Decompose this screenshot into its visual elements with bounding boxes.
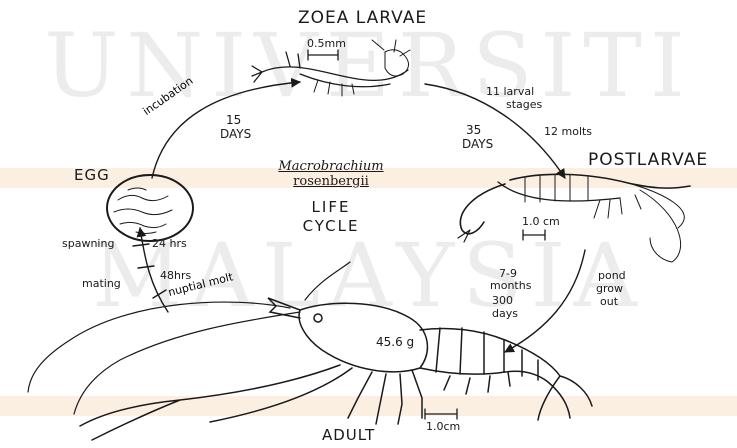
- mating-label: mating: [82, 278, 121, 289]
- stage-label-postlarvae: POSTLARVAE: [588, 152, 708, 169]
- tick-mating: [138, 266, 154, 268]
- growout-months-line-2: months: [490, 280, 531, 291]
- growout-days-line-1: 300: [492, 295, 513, 306]
- adult-weight-label: 45.6 g: [376, 336, 414, 348]
- postlarvae-scale-label: 1.0 cm: [522, 216, 560, 227]
- larval-days-unit: DAYS: [462, 138, 493, 150]
- egg-icon: [107, 175, 193, 241]
- stage-label-egg: EGG: [74, 168, 110, 183]
- cycle-title-line-1: LIFE: [286, 200, 376, 215]
- spawning-label: spawning: [62, 238, 114, 249]
- adult-scale-bar: [425, 409, 457, 419]
- mating-time-label: 48hrs: [160, 270, 191, 281]
- arrow-postlarvae-to-adult: [505, 250, 585, 352]
- molts-label: 12 molts: [544, 126, 592, 137]
- pond-line-1: pond: [598, 270, 626, 281]
- spawning-time-label: 24 hrs: [152, 238, 187, 249]
- postlarva-icon: [458, 174, 690, 262]
- zoea-scale-label: 0.5mm: [307, 38, 346, 49]
- cycle-title: LIFE CYCLE: [286, 200, 376, 234]
- pond-line-3: out: [600, 296, 618, 307]
- species-name: Macrobrachium rosenbergii: [256, 160, 406, 188]
- incubation-days-number: 15: [226, 114, 241, 126]
- adult-scale-label: 1.0cm: [426, 421, 460, 432]
- growout-months-line-1: 7-9: [499, 268, 517, 279]
- larval-stages-line-1: 11 larval: [486, 86, 534, 97]
- stage-label-zoea: ZOEA LARVAE: [298, 10, 427, 27]
- species-genus: Macrobrachium: [256, 160, 406, 173]
- zoea-scale-bar: [308, 50, 338, 60]
- larval-days-number: 35: [466, 124, 481, 136]
- growout-days-line-2: days: [492, 308, 518, 319]
- cycle-title-line-2: CYCLE: [286, 219, 376, 234]
- tick-spawning: [133, 244, 149, 246]
- incubation-days-unit: DAYS: [220, 128, 251, 140]
- larval-stages-line-2: stages: [506, 99, 542, 110]
- postlarvae-scale-bar: [523, 230, 545, 240]
- pond-line-2: grow: [596, 283, 623, 294]
- stage-label-adult: ADULT: [322, 428, 375, 443]
- species-epithet: rosenbergii: [256, 175, 406, 188]
